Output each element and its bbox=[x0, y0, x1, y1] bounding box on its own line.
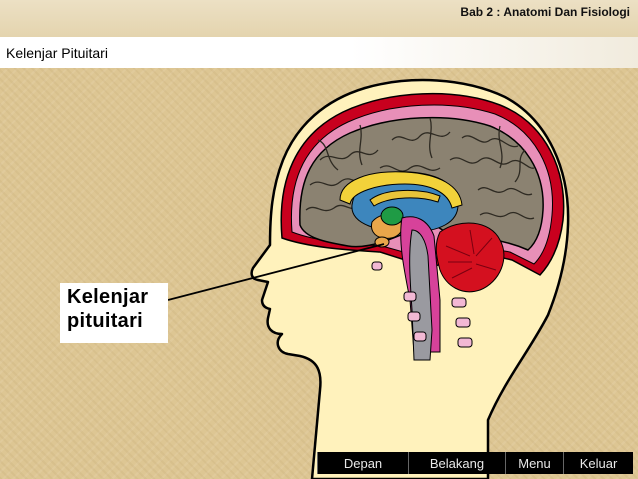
cerebellum bbox=[435, 222, 505, 293]
keluar-button[interactable]: Keluar bbox=[563, 452, 633, 474]
chapter-title: Bab 2 : Anatomi Dan Fisiologi bbox=[460, 5, 630, 19]
label-box bbox=[60, 283, 168, 343]
slide-title: Kelenjar Pituitari bbox=[6, 45, 108, 61]
brain-gyri bbox=[305, 117, 535, 220]
vertebrae bbox=[371, 261, 473, 348]
spinal-cord bbox=[409, 229, 433, 361]
menu-button[interactable]: Menu bbox=[505, 452, 563, 474]
label-leader-line bbox=[167, 243, 385, 301]
pituitary-label: Kelenjar pituitari bbox=[67, 286, 149, 332]
belakang-button[interactable]: Belakang bbox=[408, 452, 505, 474]
cerebellum-folia bbox=[445, 229, 497, 279]
nav-bar: Depan Belakang Menu Keluar bbox=[317, 452, 633, 474]
fornix bbox=[369, 189, 441, 207]
depan-button[interactable]: Depan bbox=[317, 452, 408, 474]
title-band: Kelenjar Pituitari bbox=[0, 37, 638, 68]
corpus-callosum bbox=[339, 171, 463, 209]
thalamus bbox=[380, 206, 404, 226]
top-banner: Bab 2 : Anatomi Dan Fisiologi bbox=[0, 0, 638, 37]
